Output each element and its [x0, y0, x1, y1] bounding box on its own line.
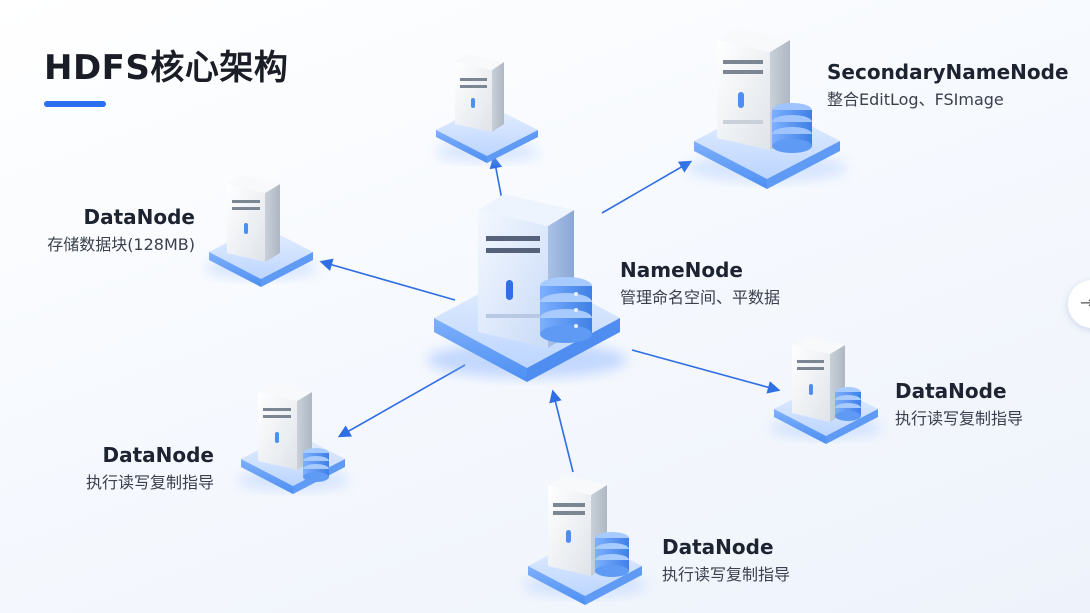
datanode-right-server-icon — [770, 336, 882, 444]
next-button[interactable]: → — [1068, 280, 1090, 328]
title-underline — [44, 101, 106, 108]
disk-stack — [835, 387, 861, 421]
datanode-right-label: DataNode 执行读写复制指导 — [895, 379, 1023, 428]
datanode-right-name: DataNode — [895, 379, 1007, 403]
namenode-name: NameNode — [620, 258, 743, 282]
disk-stack — [303, 448, 329, 482]
top-server-icon — [435, 54, 539, 163]
arrow-to-datanode-bottom-left — [337, 364, 466, 438]
datanode-left-desc: 存储数据块(128MB) — [47, 235, 195, 254]
datanode-bottom-name: DataNode — [662, 535, 774, 559]
namenode-label: NameNode 管理命名空间、平数据 — [620, 258, 780, 307]
disk-stack — [595, 532, 629, 577]
arrow-to-top-server — [489, 155, 503, 201]
datanode-bottom-left-name: DataNode — [102, 443, 214, 467]
secondarynamenode-label: SecondaryNameNode 整合EditLog、FSImage — [827, 60, 1069, 109]
datanode-left-name: DataNode — [83, 205, 195, 229]
datanode-bottom-server-icon — [523, 475, 647, 605]
namenode-server-icon — [427, 194, 627, 382]
arrow-icon: → — [1080, 293, 1090, 312]
secondarynamenode-server-icon — [687, 28, 847, 189]
datanode-left-label: DataNode 存储数据块(128MB) — [25, 205, 195, 254]
datanode-left-server-icon — [205, 175, 317, 287]
arrow-to-datanode-right — [631, 349, 781, 394]
disk-stack — [540, 277, 592, 343]
page-title: HDFS核心架构 — [44, 48, 289, 88]
disk-stack — [772, 103, 812, 153]
arrow-to-secondarynamenode — [601, 160, 693, 214]
title-block: HDFS核心架构 — [44, 48, 289, 108]
secondarynamenode-desc: 整合EditLog、FSImage — [827, 90, 1004, 109]
secondarynamenode-name: SecondaryNameNode — [827, 60, 1069, 84]
arrow-to-datanode-left — [319, 258, 456, 301]
namenode-desc: 管理命名空间、平数据 — [620, 288, 781, 307]
datanode-bottom-left-server-icon — [237, 383, 349, 494]
datanode-right-desc: 执行读写复制指导 — [895, 409, 1024, 428]
datanode-bottom-desc: 执行读写复制指导 — [662, 565, 791, 584]
datanode-bottom-left-label: DataNode 执行读写复制指导 — [50, 443, 214, 492]
datanode-bottom-left-desc: 执行读写复制指导 — [85, 473, 214, 492]
arrow-from-datanode-bottom — [549, 389, 574, 473]
datanode-bottom-label: DataNode 执行读写复制指导 — [662, 535, 790, 584]
connection-arrows — [319, 155, 781, 473]
